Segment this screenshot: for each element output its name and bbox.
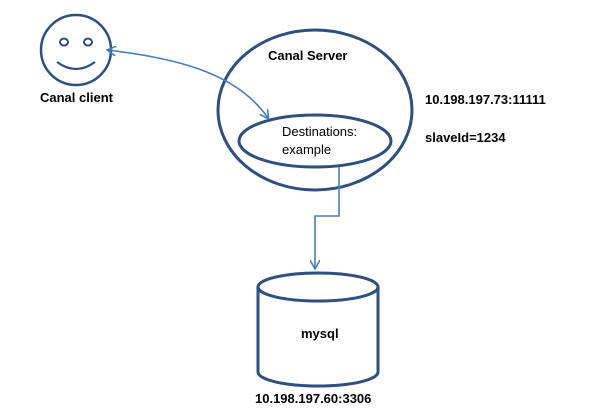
canal-client-label: Canal client [40, 90, 113, 105]
smiley-face-icon [39, 13, 113, 87]
destination-mysql-arrow [315, 167, 340, 268]
canal-server-label: Canal Server [268, 48, 348, 63]
database-cylinder-icon [256, 271, 380, 388]
cylinder-top [256, 271, 380, 303]
server-address-label: 10.198.197.73:11111 [425, 92, 546, 107]
slave-id-label: slaveId=1234 [425, 130, 506, 145]
client-destination-arrow [108, 50, 268, 118]
destination-ellipse [237, 113, 393, 169]
mysql-address-label: 10.198.197.60:3306 [255, 391, 372, 406]
destinations-label: Destinations: [282, 124, 358, 139]
cylinder-body [256, 287, 380, 388]
face-outline [39, 13, 113, 87]
right-eye [83, 37, 93, 47]
mysql-label: mysql [301, 326, 339, 341]
smile [56, 61, 96, 71]
destination-example-label: example [282, 142, 332, 157]
left-eye [59, 37, 69, 47]
